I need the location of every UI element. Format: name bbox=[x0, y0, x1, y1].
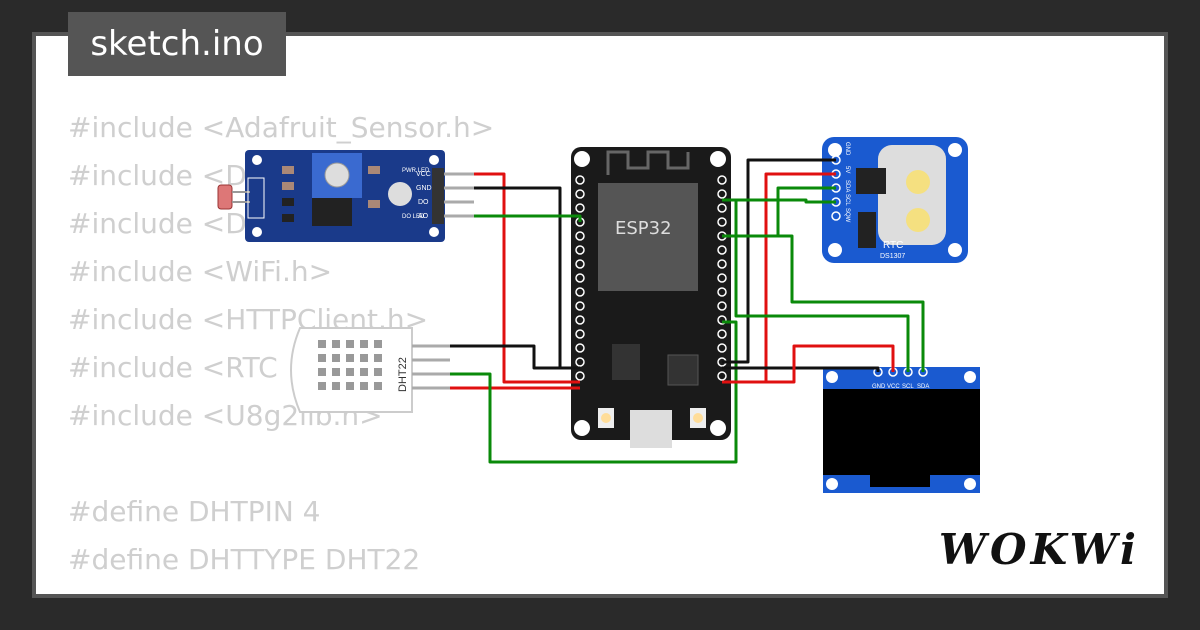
wire-dht-gnd bbox=[450, 344, 580, 370]
code-line: #include <WiFi.h> bbox=[68, 255, 333, 288]
rtc-label: RTC bbox=[883, 240, 903, 251]
code-line: #include <U8g2lib.h> bbox=[68, 399, 383, 432]
ldr-led2-label: DO LED bbox=[402, 214, 425, 220]
oled-pin-scl: SCL bbox=[902, 384, 914, 390]
ldr-pin-ao: AO bbox=[418, 213, 429, 220]
ldr-pin-do: DO bbox=[418, 199, 429, 206]
wire-oled-gnd bbox=[722, 366, 880, 372]
oled-pin-sda: SDA bbox=[917, 384, 929, 390]
ldr-pin-gnd: GND bbox=[416, 185, 432, 192]
rtc-pin-sqw: SQW bbox=[844, 208, 850, 223]
code-line: #define DHTTYPE DHT22 bbox=[68, 543, 421, 576]
oled-pin-vcc: VCC bbox=[887, 384, 900, 390]
code-line: #include <RTC bbox=[68, 351, 278, 384]
ldr-led1-label: PWR LED bbox=[402, 168, 430, 174]
oled-display[interactable]: GND VCC SCL SDA bbox=[823, 367, 980, 493]
rtc-pin-sda: SDA bbox=[844, 180, 850, 192]
wire-rtc-scl bbox=[722, 198, 836, 204]
rtc-pin-5v: 5V bbox=[844, 166, 850, 173]
wire-rtc-sda bbox=[722, 186, 836, 238]
dht22-sensor[interactable]: DHT22 bbox=[290, 327, 450, 413]
wire-rtc-gnd bbox=[722, 158, 836, 364]
rtc-pin-scl: SCL bbox=[844, 194, 850, 206]
esp32-board[interactable]: ESP32 bbox=[571, 147, 731, 448]
project-preview-card: #include <Adafruit_Sensor.h> #include <D… bbox=[36, 36, 1164, 594]
esp32-chip-label: ESP32 bbox=[615, 218, 672, 239]
wire-ldr-vcc bbox=[474, 172, 580, 384]
dht22-label: DHT22 bbox=[397, 357, 409, 392]
code-preview: #include <Adafruit_Sensor.h> #include <D… bbox=[68, 104, 494, 594]
wire-oled-scl bbox=[722, 198, 910, 372]
oled-pin-gnd: GND bbox=[872, 384, 886, 390]
code-line: #define DHTPIN 4 bbox=[68, 495, 321, 528]
wires bbox=[450, 158, 925, 464]
wire-oled-sda bbox=[722, 234, 925, 372]
ldr-pin-vcc: VCC bbox=[416, 171, 431, 178]
wire-dht-data bbox=[450, 320, 738, 464]
code-line: #include <Adafruit_Sensor.h> bbox=[68, 111, 495, 144]
wire-oled-vcc bbox=[722, 344, 895, 384]
sketch-filename-tab[interactable]: sketch.ino bbox=[68, 12, 286, 76]
wire-ldr-ao bbox=[474, 214, 582, 222]
code-line: #include <D bbox=[68, 207, 247, 240]
code-line: #define LDRPIN 34 bbox=[68, 584, 494, 594]
wokwi-logo: WOKWi bbox=[938, 525, 1140, 574]
circuit-diagram: PWR LED DO LED VCC GND DO AO DHT22 bbox=[217, 137, 980, 493]
rtc-sublabel: DS1307 bbox=[880, 253, 905, 260]
rtc-ds1307-module[interactable]: RTC DS1307 GND 5V SDA SCL SQW bbox=[822, 137, 968, 263]
ldr-sensor-module[interactable]: PWR LED DO LED VCC GND DO AO bbox=[217, 150, 474, 242]
rtc-pin-gnd: GND bbox=[844, 142, 850, 156]
